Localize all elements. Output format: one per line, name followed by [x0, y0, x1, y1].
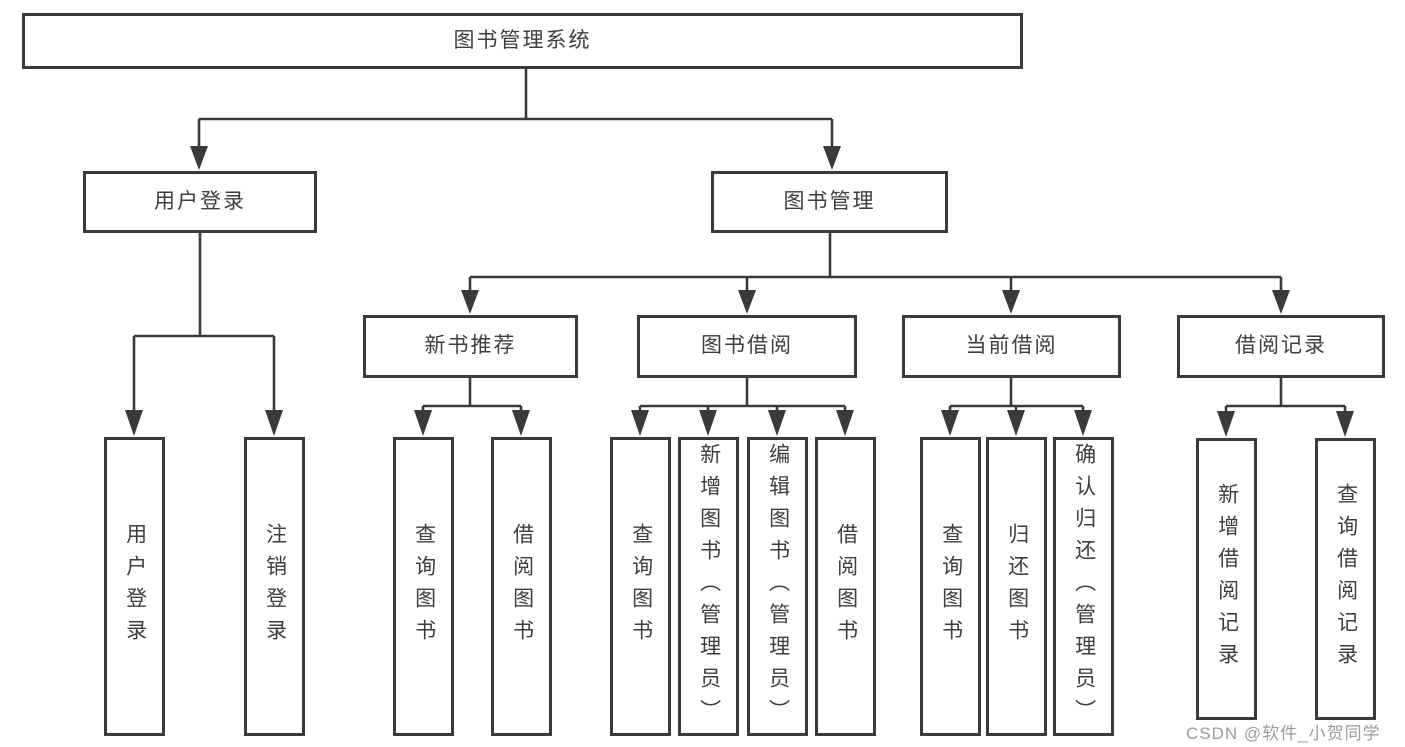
node-book-management: 图书管理 [711, 171, 948, 233]
connector-book-borrow-to-leaves [631, 378, 854, 436]
node-label: 注销登录 [263, 522, 287, 651]
node-label: 查询图书 [939, 522, 963, 651]
connector-root-to-level2 [190, 69, 841, 170]
csdn-watermark: CSDN @软件_小贺同学 [1186, 724, 1381, 743]
connector-current-borrow-to-leaves [941, 378, 1092, 436]
node-label: 借阅图书 [510, 522, 534, 651]
node-label: 新增图书（管理员） [697, 442, 721, 731]
node-leaf-borrow-books-1: 借阅图书 [491, 437, 552, 736]
connector-user-login-to-leaves [125, 233, 283, 436]
node-label: 用户登录 [154, 189, 246, 213]
node-leaf-edit-books-admin: 编辑图书（管理员） [747, 437, 808, 736]
node-borrowing-records: 借阅记录 [1177, 315, 1385, 378]
node-label: 借阅图书 [834, 522, 858, 651]
node-new-book-recommend: 新书推荐 [363, 315, 578, 378]
node-label: 图书管理 [783, 189, 876, 213]
node-label: 新书推荐 [424, 334, 517, 358]
node-leaf-add-books-admin: 新增图书（管理员） [678, 437, 739, 736]
node-label: 借阅记录 [1235, 334, 1327, 358]
node-label: 新增借阅记录 [1215, 483, 1239, 675]
node-label: 归还图书 [1005, 522, 1029, 651]
connector-borrow-records-to-leaves [1217, 378, 1354, 437]
node-root-system: 图书管理系统 [22, 13, 1023, 69]
connector-new-book-rec-to-leaves [414, 378, 530, 436]
node-user-login-module: 用户登录 [83, 171, 317, 233]
node-leaf-query-books-2: 查询图书 [610, 437, 671, 736]
node-leaf-query-borrow-record: 查询借阅记录 [1315, 438, 1376, 720]
node-leaf-query-books-3: 查询图书 [920, 437, 981, 736]
node-book-borrowing: 图书借阅 [637, 315, 857, 378]
node-label: 查询图书 [412, 522, 436, 651]
node-label: 图书管理系统 [453, 28, 592, 52]
node-leaf-return-books: 归还图书 [986, 437, 1047, 736]
node-label: 当前借阅 [965, 334, 1058, 358]
node-label: 查询图书 [629, 522, 653, 651]
node-leaf-query-books-1: 查询图书 [393, 437, 454, 736]
node-label: 用户登录 [123, 522, 147, 651]
node-leaf-add-borrow-record: 新增借阅记录 [1196, 438, 1257, 720]
connector-book-mgmt-to-level3 [461, 233, 1290, 314]
node-label: 确认归还（管理员） [1072, 442, 1096, 731]
node-leaf-user-login: 用户登录 [104, 437, 165, 736]
node-leaf-borrow-books-2: 借阅图书 [815, 437, 876, 736]
node-current-borrowing: 当前借阅 [902, 315, 1121, 378]
node-leaf-logout: 注销登录 [244, 437, 305, 736]
node-label: 图书借阅 [701, 334, 793, 358]
node-label: 查询借阅记录 [1334, 483, 1358, 675]
node-leaf-confirm-return-admin: 确认归还（管理员） [1053, 437, 1114, 736]
node-label: 编辑图书（管理员） [766, 442, 790, 731]
